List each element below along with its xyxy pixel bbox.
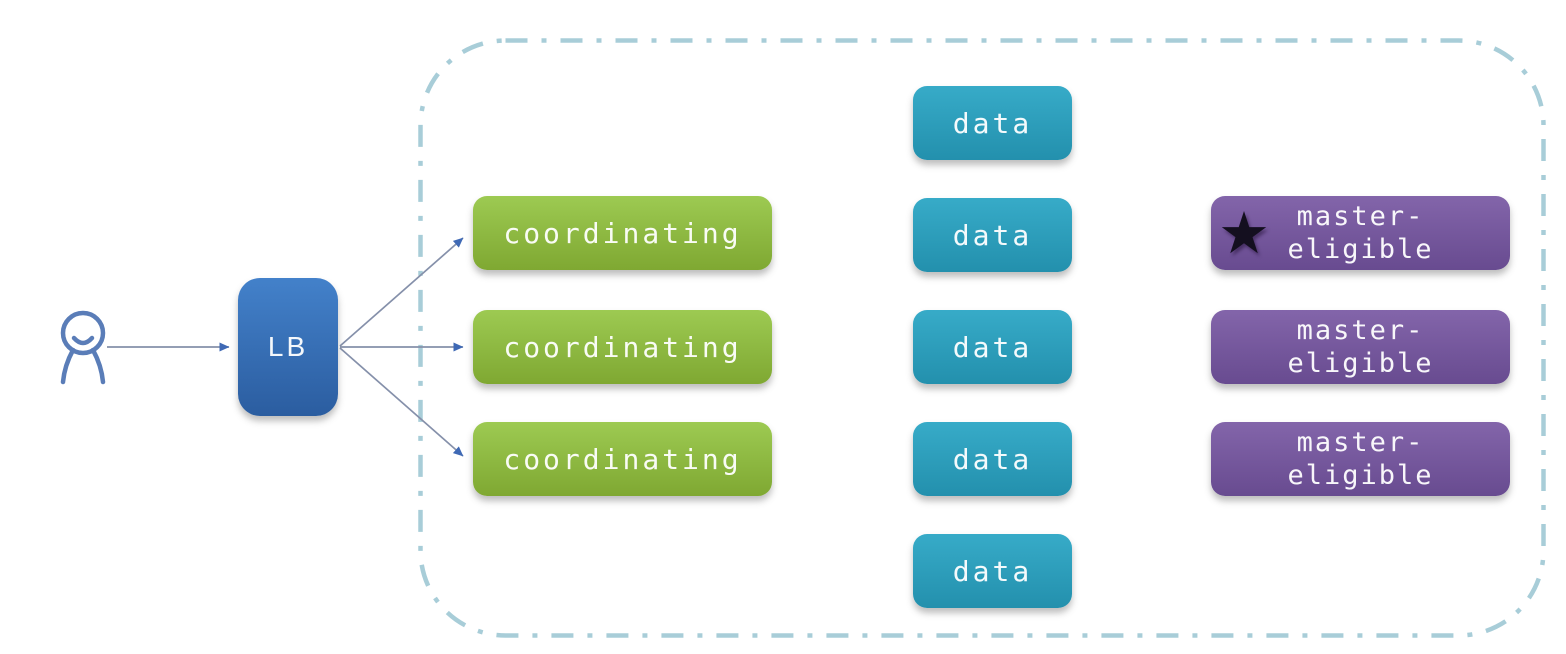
node-label-line1: master- (1296, 315, 1425, 346)
arrow-lb-to-coordinating-1 (339, 237, 464, 347)
node-label: data (952, 330, 1033, 364)
load-balancer-label: LB (267, 331, 309, 362)
load-balancer-node: LB (238, 278, 338, 416)
node-label-line1: master- (1296, 201, 1425, 232)
coordinating-node-2: coordinating (473, 310, 772, 384)
node-label-line1: master- (1296, 427, 1425, 458)
node-label: coordinating (503, 442, 742, 476)
star-icon: ★ (1218, 199, 1270, 267)
node-label: data (952, 106, 1033, 140)
coordinating-node-1: coordinating (473, 196, 772, 270)
node-label: data (952, 218, 1033, 252)
data-node-3: data (913, 310, 1072, 384)
coordinating-node-3: coordinating (473, 422, 772, 496)
data-node-2: data (913, 198, 1072, 272)
master-eligible-node-2: master- eligible (1211, 310, 1510, 384)
node-label: data (952, 554, 1033, 588)
node-label-line2: eligible (1287, 234, 1434, 265)
data-node-4: data (913, 422, 1072, 496)
master-eligible-node-3: master- eligible (1211, 422, 1510, 496)
node-label: coordinating (503, 330, 742, 364)
node-label-line2: eligible (1287, 460, 1434, 491)
node-label-line2: eligible (1287, 348, 1434, 379)
data-node-5: data (913, 534, 1072, 608)
node-label: coordinating (503, 216, 742, 250)
data-node-1: data (913, 86, 1072, 160)
person-icon (60, 310, 106, 385)
master-eligible-node-1: ★ master- eligible (1211, 196, 1510, 270)
arrow-lb-to-coordinating-3 (339, 347, 464, 457)
node-label: data (952, 442, 1033, 476)
